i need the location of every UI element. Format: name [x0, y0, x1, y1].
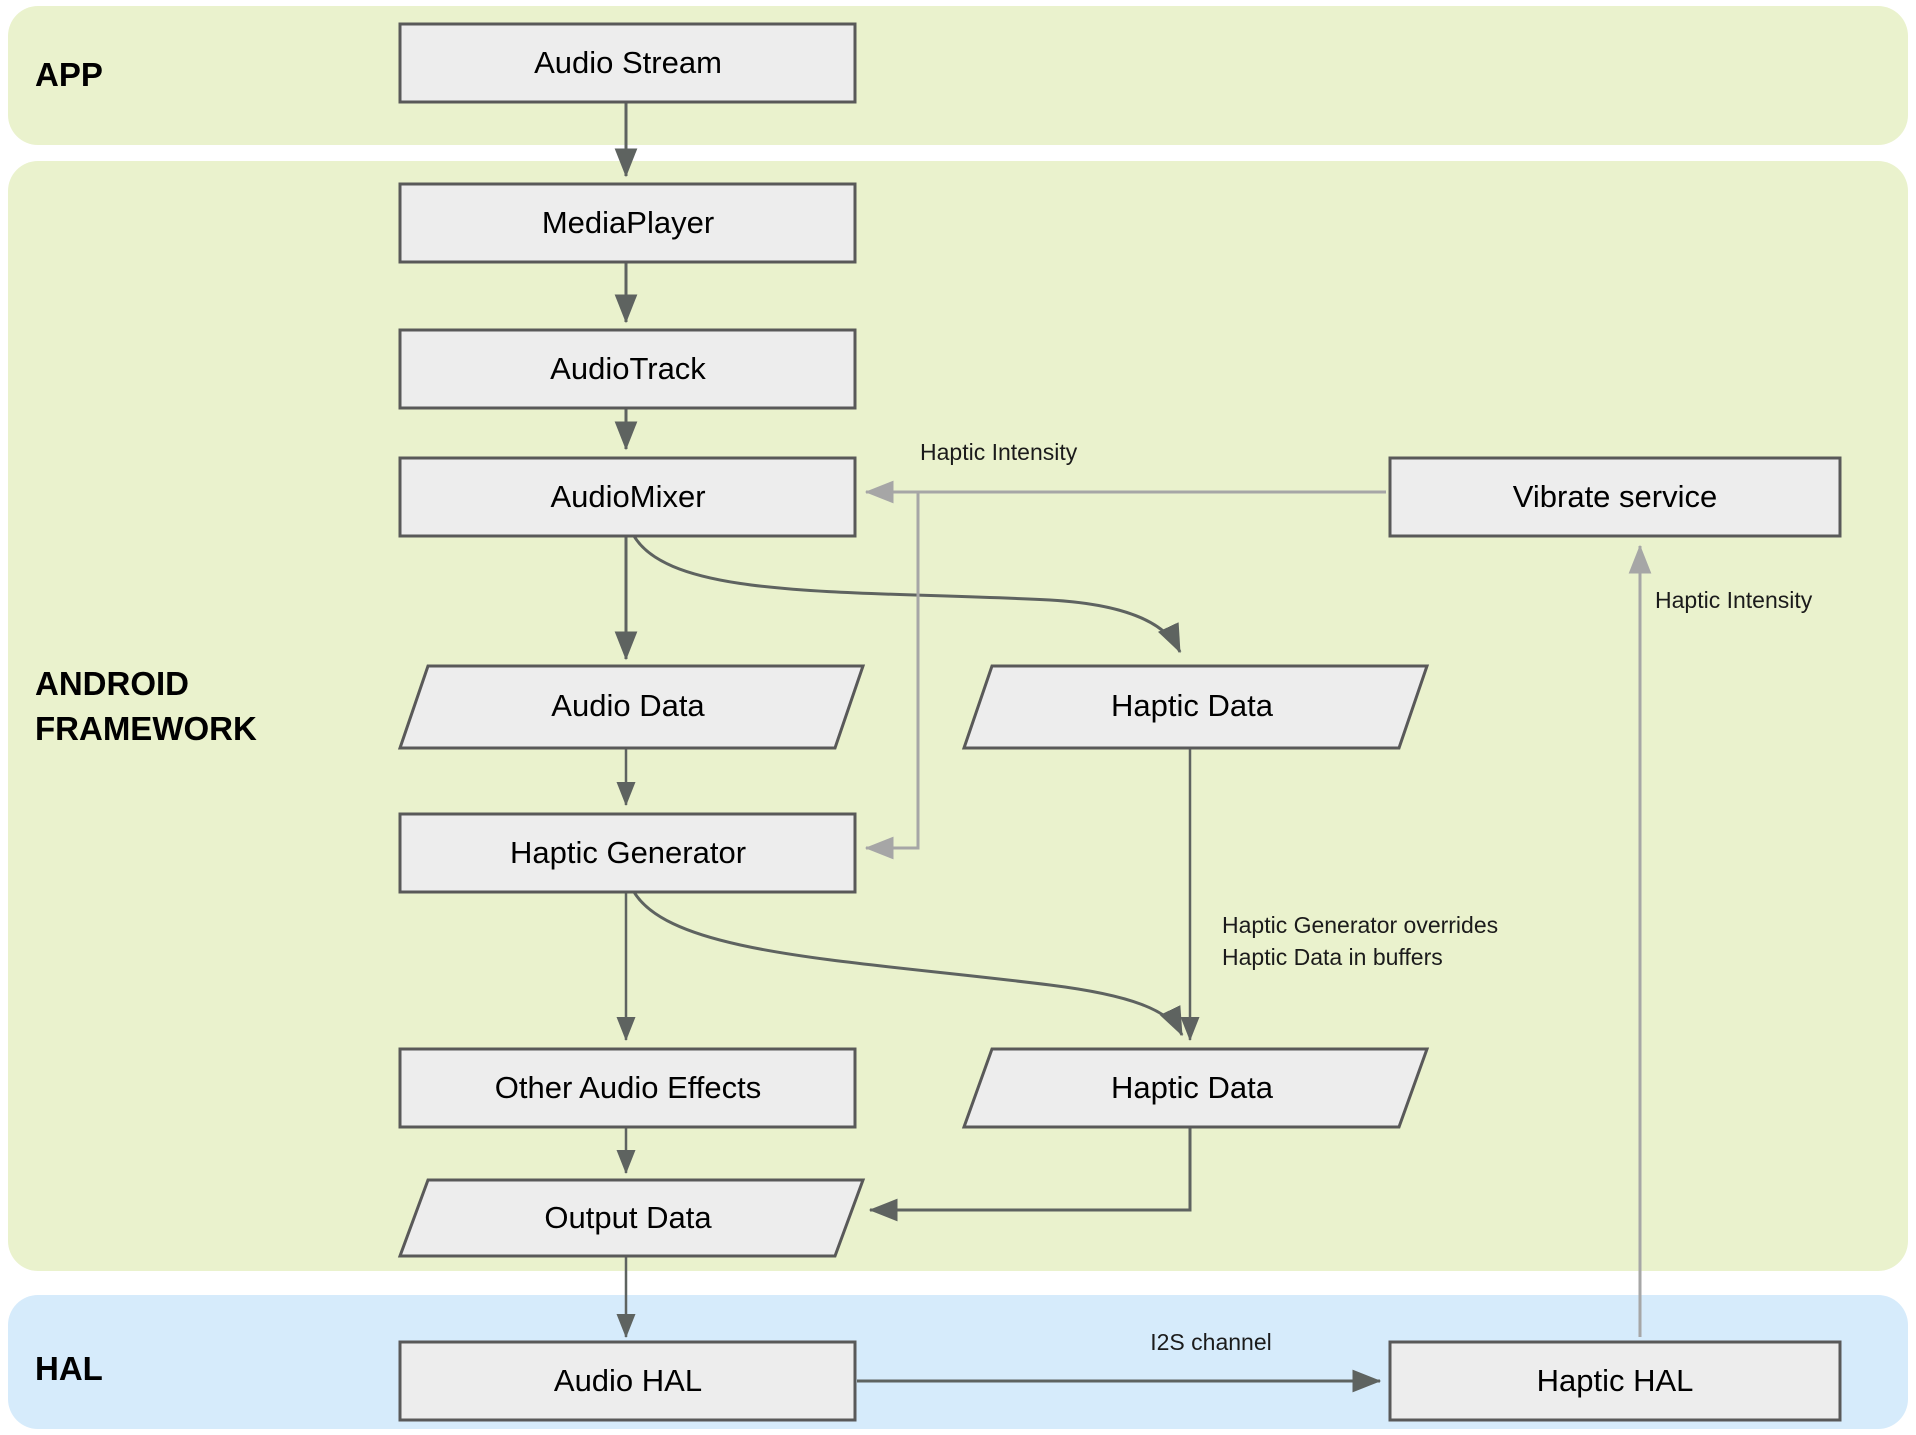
node-vibrate-service-label: Vibrate service — [1513, 479, 1717, 514]
note-override-line1: Haptic Generator overrides — [1222, 912, 1498, 938]
edge-vibrate-service-to-haptic-generator — [864, 492, 920, 860]
node-audio-hal[interactable]: Audio HAL — [398, 1340, 857, 1422]
band-framework-label-line1: ANDROID — [35, 665, 189, 702]
node-haptic-data-bottom[interactable]: Haptic Data — [961, 1047, 1430, 1129]
edge-haptic-generator-to-haptic-data-bottom — [632, 891, 1184, 1037]
node-haptic-data-top[interactable]: Haptic Data — [961, 664, 1430, 750]
edge-label-haptic-intensity-mixer: Haptic Intensity — [920, 439, 1078, 465]
node-audio-track[interactable]: AudioTrack — [398, 328, 857, 410]
node-haptic-data-top-label: Haptic Data — [1111, 688, 1274, 723]
node-haptic-data-bottom-label: Haptic Data — [1111, 1070, 1274, 1105]
node-audio-data-label: Audio Data — [551, 688, 705, 723]
node-haptic-generator-label: Haptic Generator — [510, 835, 746, 870]
edge-label-haptic-intensity-hal: Haptic Intensity — [1655, 587, 1813, 613]
node-audio-stream[interactable]: Audio Stream — [398, 22, 857, 104]
node-audio-hal-label: Audio HAL — [554, 1363, 702, 1398]
band-hal-label: HAL — [35, 1350, 103, 1387]
node-media-player[interactable]: MediaPlayer — [398, 182, 857, 264]
node-vibrate-service[interactable]: Vibrate service — [1388, 456, 1842, 538]
node-output-data[interactable]: Output Data — [397, 1178, 866, 1258]
node-audio-stream-label: Audio Stream — [534, 45, 722, 80]
node-audio-mixer-label: AudioMixer — [550, 479, 705, 514]
node-haptic-hal[interactable]: Haptic HAL — [1388, 1340, 1842, 1422]
edge-audio-mixer-to-haptic-data-top — [632, 535, 1182, 654]
node-media-player-label: MediaPlayer — [542, 205, 714, 240]
band-android-framework: ANDROID FRAMEWORK — [8, 161, 1908, 1271]
band-app-label: APP — [35, 56, 103, 93]
note-override-line2: Haptic Data in buffers — [1222, 944, 1443, 970]
node-output-data-label: Output Data — [544, 1200, 712, 1235]
node-other-audio-effects[interactable]: Other Audio Effects — [398, 1047, 857, 1129]
edge-label-i2s-channel: I2S channel — [1150, 1329, 1271, 1355]
node-other-audio-effects-label: Other Audio Effects — [495, 1070, 762, 1105]
node-haptic-generator[interactable]: Haptic Generator — [398, 812, 857, 894]
edge-haptic-data-bottom-to-output-data — [868, 1127, 1192, 1222]
node-audio-track-label: AudioTrack — [550, 351, 706, 386]
node-audio-mixer[interactable]: AudioMixer — [398, 456, 857, 538]
node-haptic-hal-label: Haptic HAL — [1537, 1363, 1694, 1398]
band-framework-label-line2: FRAMEWORK — [35, 710, 257, 747]
node-audio-data[interactable]: Audio Data — [397, 664, 866, 750]
band-app: APP — [8, 6, 1908, 145]
